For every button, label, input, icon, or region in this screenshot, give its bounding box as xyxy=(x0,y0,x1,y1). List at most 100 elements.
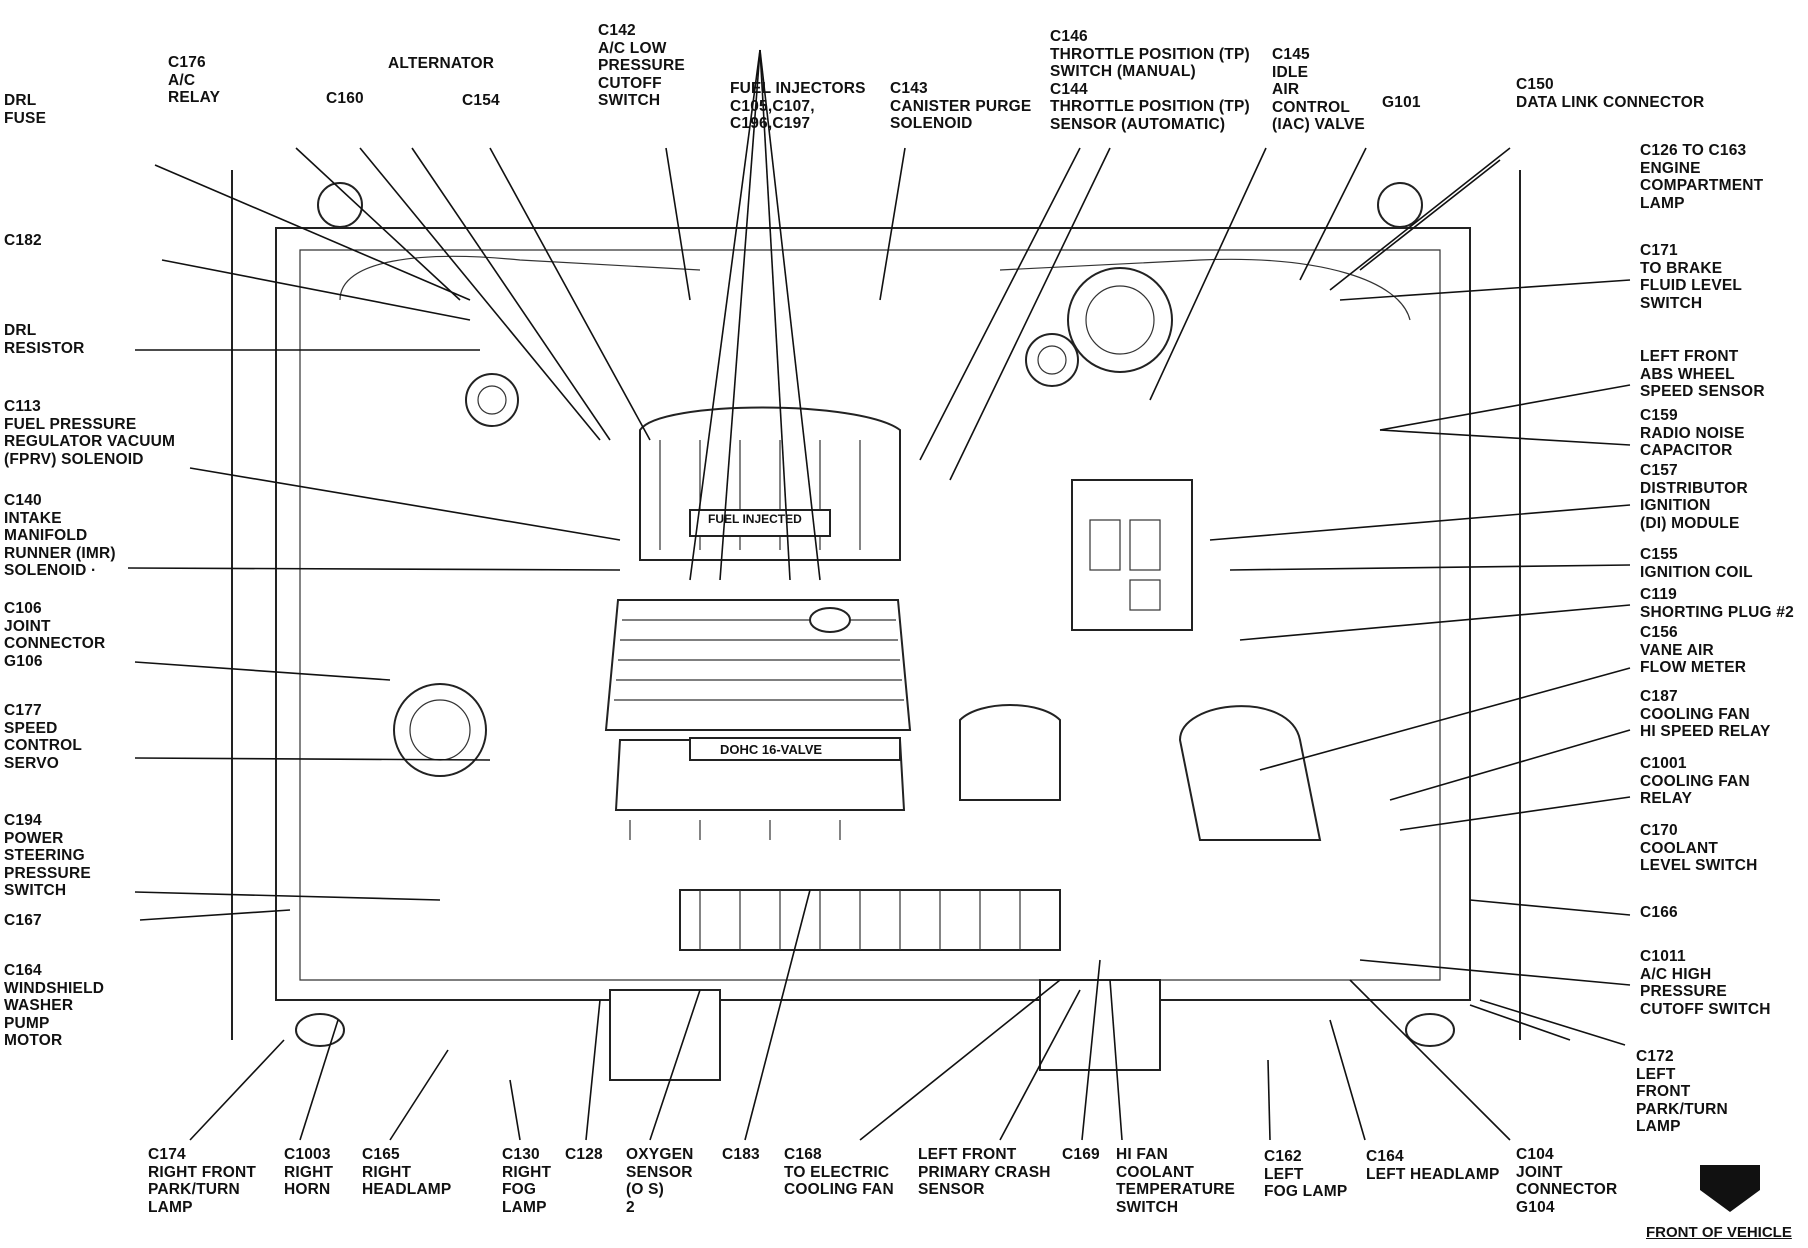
label-line: CUTOFF xyxy=(598,74,662,92)
label-line: PRESSURE xyxy=(4,864,91,882)
label-line: LEFT HEADLAMP xyxy=(1366,1165,1500,1183)
label-line: COMPARTMENT xyxy=(1640,177,1764,194)
label-line: RELAY xyxy=(168,89,221,106)
label-line: LEFT xyxy=(1264,1165,1304,1183)
label-line: INTAKE xyxy=(4,509,62,527)
label-line: A/C LOW xyxy=(598,39,667,57)
label-line: JOINT xyxy=(1516,1163,1563,1181)
label-line: COOLING FAN xyxy=(1640,705,1750,723)
label-line: TO ELECTRIC xyxy=(784,1163,890,1181)
label-c166: C166 xyxy=(1640,904,1678,922)
label-line: DATA LINK CONNECTOR xyxy=(1516,93,1705,111)
label-line: COOLANT xyxy=(1640,839,1719,857)
label-line: (FPRV) SOLENOID xyxy=(4,450,144,468)
label-line: C177 xyxy=(4,702,42,719)
label-line: FUEL PRESSURE xyxy=(4,415,137,433)
label-line: POWER xyxy=(4,829,64,847)
label-line: SPEED xyxy=(4,719,58,737)
label-line: C182 xyxy=(4,232,42,249)
label-line: DRL xyxy=(4,322,37,339)
label-line: CONTROL xyxy=(4,737,83,754)
label-c160: C160 xyxy=(326,90,364,108)
label-line: RIGHT FRONT xyxy=(148,1163,257,1181)
label-line: LAMP xyxy=(148,1198,193,1216)
label-line: C167 xyxy=(4,912,42,929)
label-line: FLUID LEVEL xyxy=(1640,277,1743,294)
label-c182: C182 xyxy=(4,232,42,250)
label-line: C140 xyxy=(4,492,42,509)
label-line: THROTTLE POSITION (TP) xyxy=(1050,45,1250,63)
label-line: THROTTLE POSITION (TP) xyxy=(1050,98,1250,115)
label-line: C119 xyxy=(1640,586,1677,603)
label-line: COOLING FAN xyxy=(1640,772,1750,790)
label-line: C144 xyxy=(1050,80,1088,98)
label-line: MOTOR xyxy=(4,1032,63,1049)
label-line: C159 xyxy=(1640,407,1678,424)
label-line: C156 xyxy=(1640,624,1678,641)
label-line: PARK/TURN xyxy=(1636,1100,1728,1118)
label-line: C145 xyxy=(1272,46,1310,63)
label-line: SOLENOID xyxy=(890,115,973,132)
label-line: IGNITION COIL xyxy=(1640,563,1753,581)
label-line: PRESSURE xyxy=(598,57,685,74)
label-line: PUMP xyxy=(4,1014,50,1032)
label-line: CONNECTOR xyxy=(4,635,106,652)
leader-lines xyxy=(127,49,1631,1141)
label-line: DISTRIBUTOR xyxy=(1640,479,1748,497)
label-line: SWITCH (MANUAL) xyxy=(1050,63,1196,80)
label-line: HORN xyxy=(284,1181,331,1198)
label-line: C105,C107, xyxy=(730,97,815,115)
label-line: (O S) xyxy=(626,1181,665,1198)
label-c154: C154 xyxy=(462,92,500,110)
label-c167: C167 xyxy=(4,912,42,930)
label-c183: C183 xyxy=(722,1146,760,1164)
label-line: C1001 xyxy=(1640,755,1687,772)
label-line: COOLANT xyxy=(1116,1163,1195,1181)
label-line: PRESSURE xyxy=(1640,983,1727,1000)
label-line: LEFT FRONT xyxy=(1640,348,1739,365)
label-line: C128 xyxy=(565,1146,603,1163)
label-line: LAMP xyxy=(1640,194,1685,212)
label-line: HEADLAMP xyxy=(362,1181,452,1198)
label-line: ALTERNATOR xyxy=(388,55,495,72)
label-line: RUNNER (IMR) xyxy=(4,544,116,562)
label-line: C162 xyxy=(1264,1148,1302,1165)
label-line: SWITCH xyxy=(1640,294,1703,312)
label-line: C183 xyxy=(722,1146,760,1163)
label-line: WASHER xyxy=(4,997,74,1014)
front-arrow-icon xyxy=(1700,1165,1760,1212)
headlamp-housings xyxy=(295,979,1455,1081)
label-line: ENGINE xyxy=(1640,159,1701,177)
air-cleaner xyxy=(959,704,1322,841)
label-line: C169 xyxy=(1062,1146,1100,1163)
head-badge: DOHC 16-VALVE xyxy=(720,742,823,757)
label-line: FRONT xyxy=(1636,1083,1691,1100)
label-line: C171 xyxy=(1640,242,1678,259)
label-line: FUEL INJECTORS xyxy=(730,80,866,97)
radiator xyxy=(679,889,1061,951)
label-line: ABS WHEEL xyxy=(1640,365,1735,383)
label-line: CANISTER PURGE xyxy=(890,97,1032,115)
label-line: TO BRAKE xyxy=(1640,259,1723,277)
label-line: IGNITION xyxy=(1640,497,1711,514)
label-c169: C169 xyxy=(1062,1146,1100,1164)
label-line: SWITCH xyxy=(4,882,67,899)
label-line: 2 xyxy=(626,1198,635,1216)
label-line: C1003 xyxy=(284,1146,331,1163)
label-alternator: ALTERNATOR xyxy=(388,55,494,73)
